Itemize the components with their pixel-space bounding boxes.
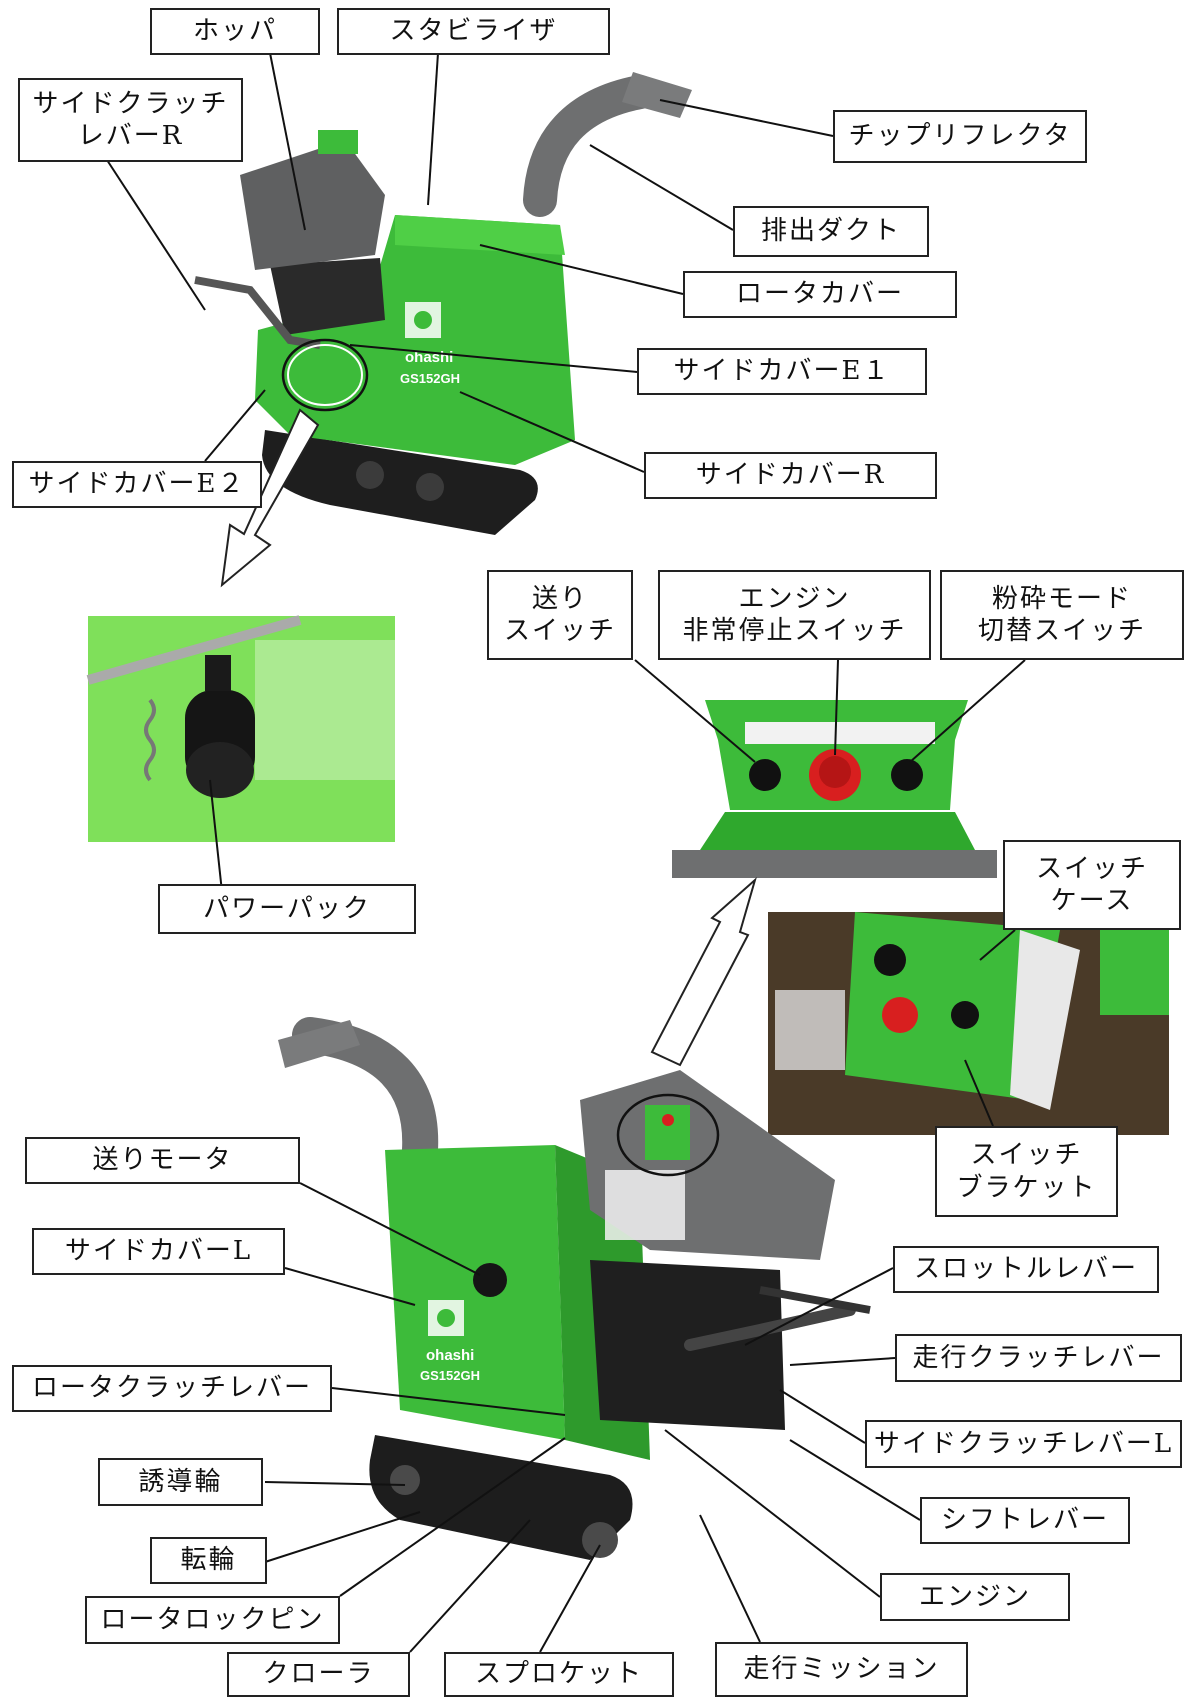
label-switch-bracket: スイッチ ブラケット — [935, 1126, 1118, 1217]
label-travel-clutch-lever: 走行クラッチレバー — [895, 1334, 1182, 1382]
label-side-clutch-l: サイドクラッチレバーL — [865, 1420, 1182, 1468]
top-body-shape — [255, 215, 575, 465]
bottom-highlight-circle — [616, 1093, 720, 1177]
label-side-cover-e1: サイドカバーE１ — [637, 348, 927, 395]
label-crush-mode-switch: 粉砕モード 切替スイッチ — [940, 570, 1184, 660]
top-callout-arrow — [220, 408, 320, 588]
label-discharge-duct: 排出ダクト — [733, 206, 929, 257]
label-stabilizer: スタビライザ — [337, 8, 610, 55]
bottom-model-text: GS152GH — [420, 1368, 480, 1383]
label-rotor-clutch-lever: ロータクラッチレバー — [12, 1365, 332, 1412]
label-power-pack: パワーパック — [158, 884, 416, 934]
feed-motor-shape — [473, 1263, 507, 1297]
top-hopper-shape — [240, 140, 385, 270]
label-rotor-lock-pin: ロータロックピン — [85, 1596, 340, 1644]
label-sprocket: スプロケット — [444, 1652, 674, 1697]
label-crawler: クローラ — [227, 1652, 410, 1697]
feed-switch-knob — [749, 759, 781, 791]
label-travel-mission: 走行ミッション — [715, 1642, 968, 1697]
switch-case-photo — [768, 912, 1169, 1135]
leader-lines — [106, 52, 1026, 1653]
switch-callout-arrow — [650, 876, 757, 1067]
label-side-cover-r: サイドカバーR — [644, 452, 937, 499]
label-feed-motor: 送りモータ — [25, 1137, 300, 1184]
label-side-cover-l: サイドカバーL — [32, 1228, 285, 1275]
label-feed-switch: 送り スイッチ — [487, 570, 633, 660]
top-track-shape — [262, 430, 538, 535]
power-pack-photo — [86, 615, 395, 842]
bottom-machine-illustration: ohashi GS152GH — [278, 1017, 871, 1560]
label-throttle-lever: スロットルレバー — [893, 1246, 1159, 1293]
mode-switch-knob — [891, 759, 923, 791]
label-switch-case: スイッチ ケース — [1003, 840, 1181, 930]
label-engine-estop: エンジン 非常停止スイッチ — [658, 570, 931, 660]
label-roller: 転輪 — [150, 1537, 267, 1584]
bottom-track-shape — [369, 1435, 633, 1560]
label-engine: エンジン — [880, 1573, 1070, 1621]
top-model-text: GS152GH — [400, 371, 460, 386]
top-machine-illustration: ohashi GS152GH — [194, 72, 692, 588]
top-highlight-circle — [281, 338, 369, 412]
label-shift-lever: シフトレバー — [920, 1497, 1130, 1544]
label-idler: 誘導輪 — [98, 1458, 263, 1506]
discharge-duct-shape — [523, 75, 657, 217]
bottom-body-shape — [385, 1145, 565, 1440]
label-rotor-cover: ロータカバー — [683, 271, 957, 318]
label-hopper: ホッパ — [150, 8, 320, 55]
switch-panel-photo — [672, 700, 997, 878]
label-side-cover-e2: サイドカバーE２ — [12, 461, 262, 508]
label-chip-reflector: チップリフレクタ — [833, 110, 1087, 163]
bottom-logo-text: ohashi — [426, 1347, 474, 1364]
label-side-clutch-r: サイドクラッチ レバーR — [18, 78, 243, 162]
chip-reflector-shape — [622, 72, 692, 118]
